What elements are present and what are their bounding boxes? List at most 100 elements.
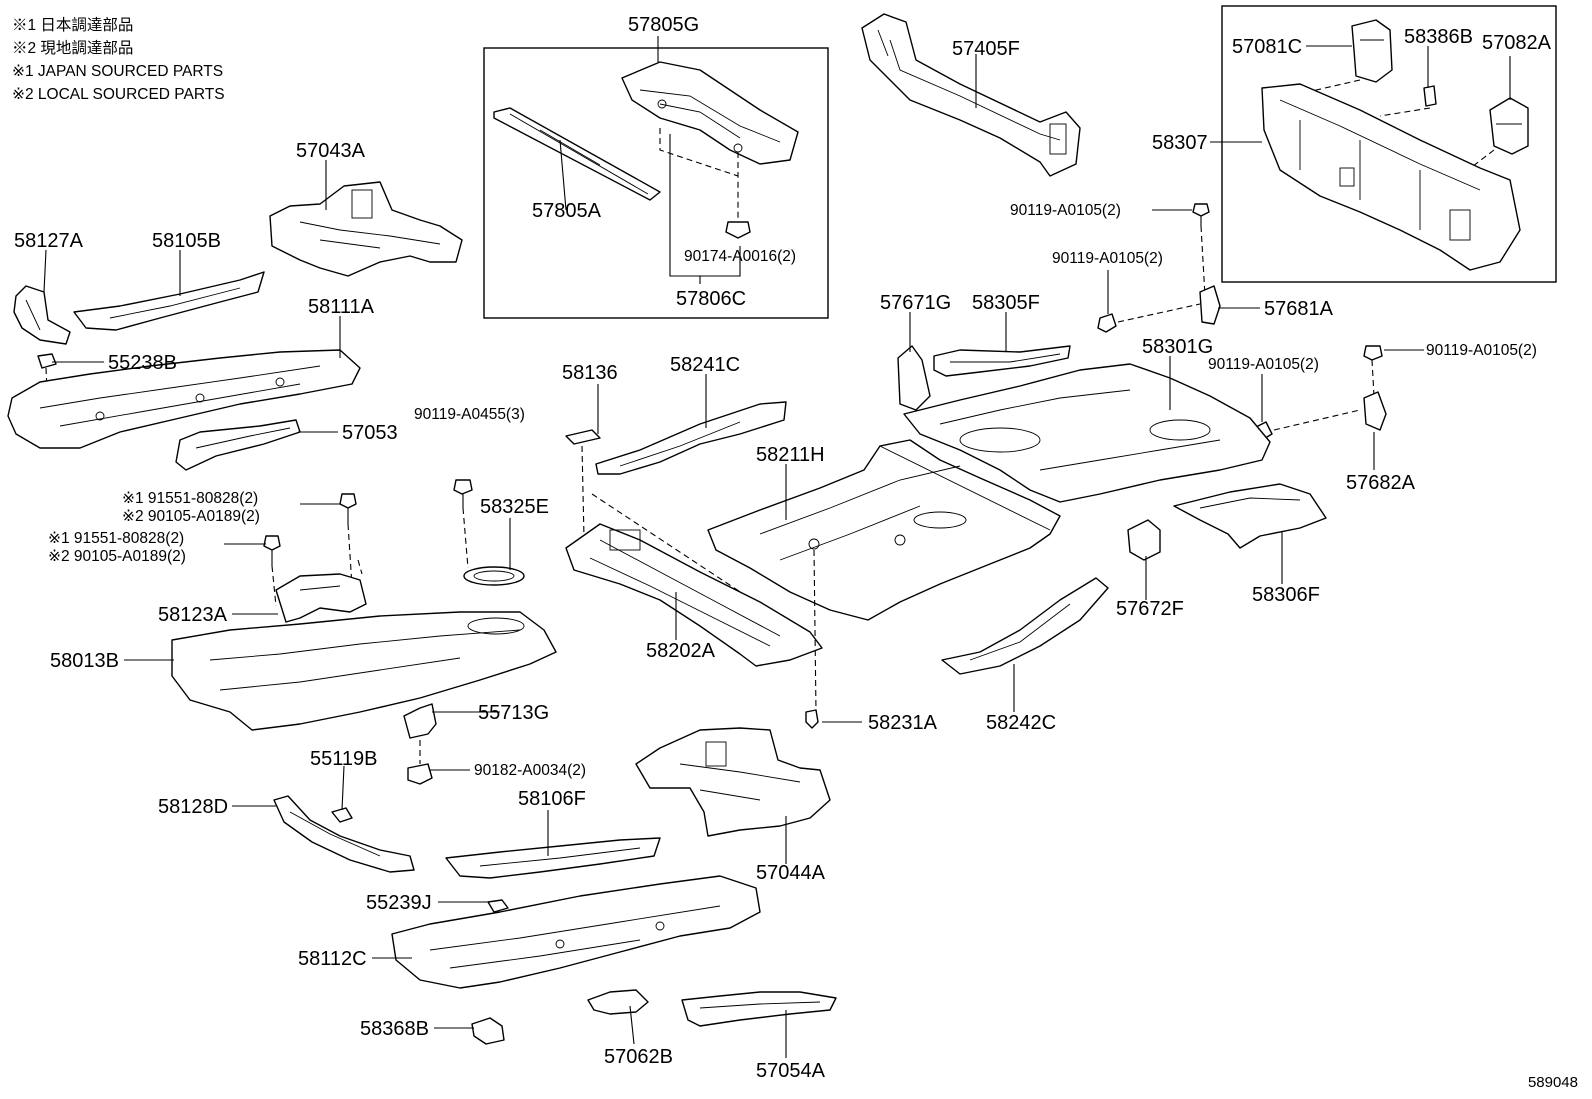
part-58242c-reinforcement xyxy=(941,577,1109,675)
note-line-3: ※1 JAPAN SOURCED PARTS xyxy=(12,63,224,80)
part-57672f-bracket xyxy=(1127,519,1161,561)
part-58368b-bracket xyxy=(471,1017,505,1045)
label-58112c[interactable]: 58112C xyxy=(298,948,367,970)
group-box-57805g xyxy=(483,47,829,319)
label-57805g[interactable]: 57805G xyxy=(628,14,700,36)
label-57806c[interactable]: 57806C xyxy=(676,288,747,310)
part-58112c-floor-pan xyxy=(391,875,761,989)
part-90182-nut xyxy=(407,763,433,785)
part-58106f-reinforcement xyxy=(445,837,661,879)
label-91551-80828-a[interactable]: ※1 91551-80828(2) xyxy=(122,490,259,507)
label-90119-a0105-2[interactable]: 90119-A0105(2) xyxy=(1052,250,1163,267)
part-57805a-crossmember xyxy=(493,107,661,201)
label-90182-a0034[interactable]: 90182-A0034(2) xyxy=(474,762,587,779)
label-57054a[interactable]: 57054A xyxy=(756,1060,825,1082)
part-58105b-reinforcement xyxy=(73,271,265,331)
bolt-90119-r2 xyxy=(1097,313,1117,333)
bolt-91551-b xyxy=(263,535,281,566)
leader-lines xyxy=(43,36,1511,1058)
label-58231a[interactable]: 58231A xyxy=(868,712,937,734)
label-57805a[interactable]: 57805A xyxy=(532,200,601,222)
part-58307-panel xyxy=(1261,83,1521,271)
part-57682a-bracket xyxy=(1363,391,1387,431)
part-55119b-clip xyxy=(331,807,353,823)
bolt-91551-a xyxy=(339,493,357,524)
part-58305f-member xyxy=(933,345,1071,377)
part-57681a-bracket xyxy=(1199,285,1221,325)
part-55713g-bracket xyxy=(403,703,437,739)
label-55713g[interactable]: 55713G xyxy=(478,702,550,724)
label-58241c[interactable]: 58241C xyxy=(670,354,741,376)
label-58307[interactable]: 58307 xyxy=(1152,132,1208,154)
bolt-90119-r1 xyxy=(1192,203,1210,226)
label-58128d[interactable]: 58128D xyxy=(158,796,229,818)
part-58123a-bracket xyxy=(275,573,367,623)
label-58106f[interactable]: 58106F xyxy=(518,788,586,810)
label-57671g[interactable]: 57671G xyxy=(880,292,952,314)
label-58013b[interactable]: 58013B xyxy=(50,650,119,672)
part-58301g-rear-floor xyxy=(903,363,1271,503)
label-58202a[interactable]: 58202A xyxy=(646,640,715,662)
label-58306f[interactable]: 58306F xyxy=(1252,584,1320,606)
label-58386b[interactable]: 58386B xyxy=(1404,26,1473,48)
label-57682a[interactable]: 57682A xyxy=(1346,472,1415,494)
label-58123a[interactable]: 58123A xyxy=(158,604,227,626)
label-90119-a0105-3[interactable]: 90119-A0105(2) xyxy=(1426,342,1537,359)
label-55119b[interactable]: 55119B xyxy=(310,748,378,770)
label-55239j[interactable]: 55239J xyxy=(366,892,432,914)
label-91551-80828-b[interactable]: ※1 91551-80828(2) xyxy=(48,530,185,547)
part-58111a-floor-pan xyxy=(7,349,361,449)
label-58368b[interactable]: 58368B xyxy=(360,1018,429,1040)
part-57053-member xyxy=(175,419,301,471)
part-55239j-clip xyxy=(487,899,509,913)
label-90119-a0105-4[interactable]: 90119-A0105(2) xyxy=(1208,356,1319,373)
part-90174-nut xyxy=(725,221,751,239)
diagram-id: 589048 xyxy=(1527,1074,1578,1091)
label-90119-a0455[interactable]: 90119-A0455(3) xyxy=(414,406,525,423)
label-90105-a0189-a[interactable]: ※2 90105-A0189(2) xyxy=(122,508,260,525)
label-90105-a0189-b[interactable]: ※2 90105-A0189(2) xyxy=(48,548,186,565)
part-58211h-center-floor xyxy=(707,439,1061,621)
label-58111a[interactable]: 58111A xyxy=(308,296,374,318)
part-58386b-bracket xyxy=(1423,85,1437,107)
note-line-4: ※2 LOCAL SOURCED PARTS xyxy=(12,86,225,103)
label-58105b[interactable]: 58105B xyxy=(152,230,221,252)
label-55238b[interactable]: 55238B xyxy=(108,352,177,374)
label-57043a[interactable]: 57043A xyxy=(296,140,365,162)
label-90119-a0105-1[interactable]: 90119-A0105(2) xyxy=(1010,202,1121,219)
label-58242c[interactable]: 58242C xyxy=(986,712,1057,734)
label-57053[interactable]: 57053 xyxy=(342,422,398,444)
group-box-58307 xyxy=(1221,5,1557,283)
part-57054a-member xyxy=(681,991,837,1027)
label-57672f[interactable]: 57672F xyxy=(1116,598,1184,620)
bolt-90119-r3 xyxy=(1363,345,1383,361)
label-57681a[interactable]: 57681A xyxy=(1264,298,1333,320)
part-57043a-member xyxy=(269,181,463,277)
label-58325e[interactable]: 58325E xyxy=(480,496,549,518)
part-58128d-bracket xyxy=(273,795,415,873)
part-58306f-member xyxy=(1173,483,1327,549)
label-58127a[interactable]: 58127A xyxy=(14,230,83,252)
part-57671g-bracket xyxy=(897,345,931,411)
label-90174-a0016[interactable]: 90174-A0016(2) xyxy=(684,248,797,265)
part-58013b-front-floor xyxy=(171,611,557,731)
label-58211h[interactable]: 58211H xyxy=(756,444,825,466)
label-58305f[interactable]: 58305F xyxy=(972,292,1040,314)
part-58325e-plug xyxy=(463,566,525,586)
label-57062b[interactable]: 57062B xyxy=(604,1046,673,1068)
label-57044a[interactable]: 57044A xyxy=(756,862,825,884)
label-58301g[interactable]: 58301G xyxy=(1142,336,1214,358)
label-57081c[interactable]: 57081C xyxy=(1232,36,1303,58)
label-57082a[interactable]: 57082A xyxy=(1482,32,1551,54)
bolt-90119-a0455 xyxy=(453,479,473,508)
part-57044a-member xyxy=(635,727,831,837)
part-57062b-bracket xyxy=(587,989,649,1015)
part-58231a-clip xyxy=(805,709,819,729)
sourcing-notes: ※1 日本調達部品 ※2 現地調達部品 ※1 JAPAN SOURCED PAR… xyxy=(12,14,225,106)
label-58136[interactable]: 58136 xyxy=(562,362,618,384)
part-57082a-bracket xyxy=(1489,97,1529,155)
label-57405f[interactable]: 57405F xyxy=(952,38,1020,60)
part-58202a-crossmember xyxy=(565,523,823,667)
